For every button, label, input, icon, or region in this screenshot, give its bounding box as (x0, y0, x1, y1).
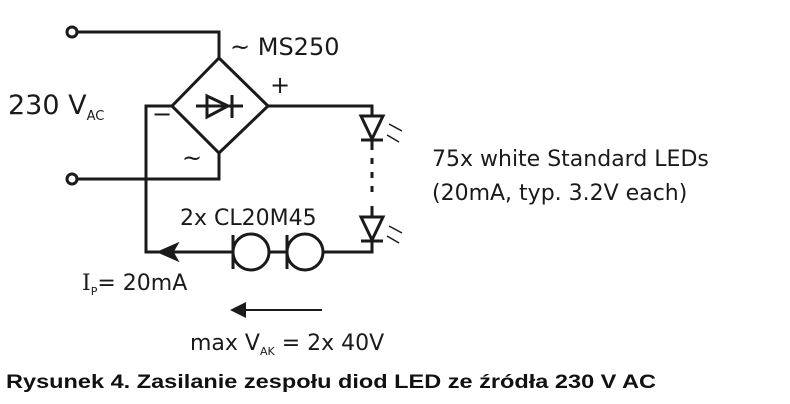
voltage-label: 230 VAC (8, 90, 104, 124)
wire-plus (268, 104, 374, 116)
bridge-label: ~ MS250 (230, 33, 340, 61)
vak-label: max VAK = 2x 40V (190, 331, 384, 358)
plus-label: + (270, 71, 290, 99)
leds-label-2: (20mA, typ. 3.2V each) (432, 181, 687, 206)
leds-label-1: 75x white Standard LEDs (432, 147, 709, 172)
terminal-top (65, 25, 79, 39)
current-arrow-icon (156, 241, 180, 263)
bridge-rectifier (169, 55, 271, 156)
current-limiter-icon (285, 232, 325, 272)
wire-minus (144, 104, 233, 254)
led-icon (358, 206, 403, 244)
current-limiter-icon (231, 232, 271, 272)
figure-caption: Rysunek 4. Zasilanie zespołu diod LED ze… (6, 372, 656, 393)
current-label: IP= 20mA (82, 271, 187, 298)
bridge-diode-icon (196, 93, 243, 120)
terminal-bottom (65, 172, 79, 186)
led-icon (358, 114, 403, 150)
tilde-label: ~ (182, 144, 202, 172)
wire-led-return (323, 241, 374, 254)
minus-label: − (152, 100, 172, 128)
wire-top (77, 30, 221, 58)
limiter-label: 2x CL20M45 (180, 206, 317, 231)
wire-bottom-ac (77, 153, 221, 181)
